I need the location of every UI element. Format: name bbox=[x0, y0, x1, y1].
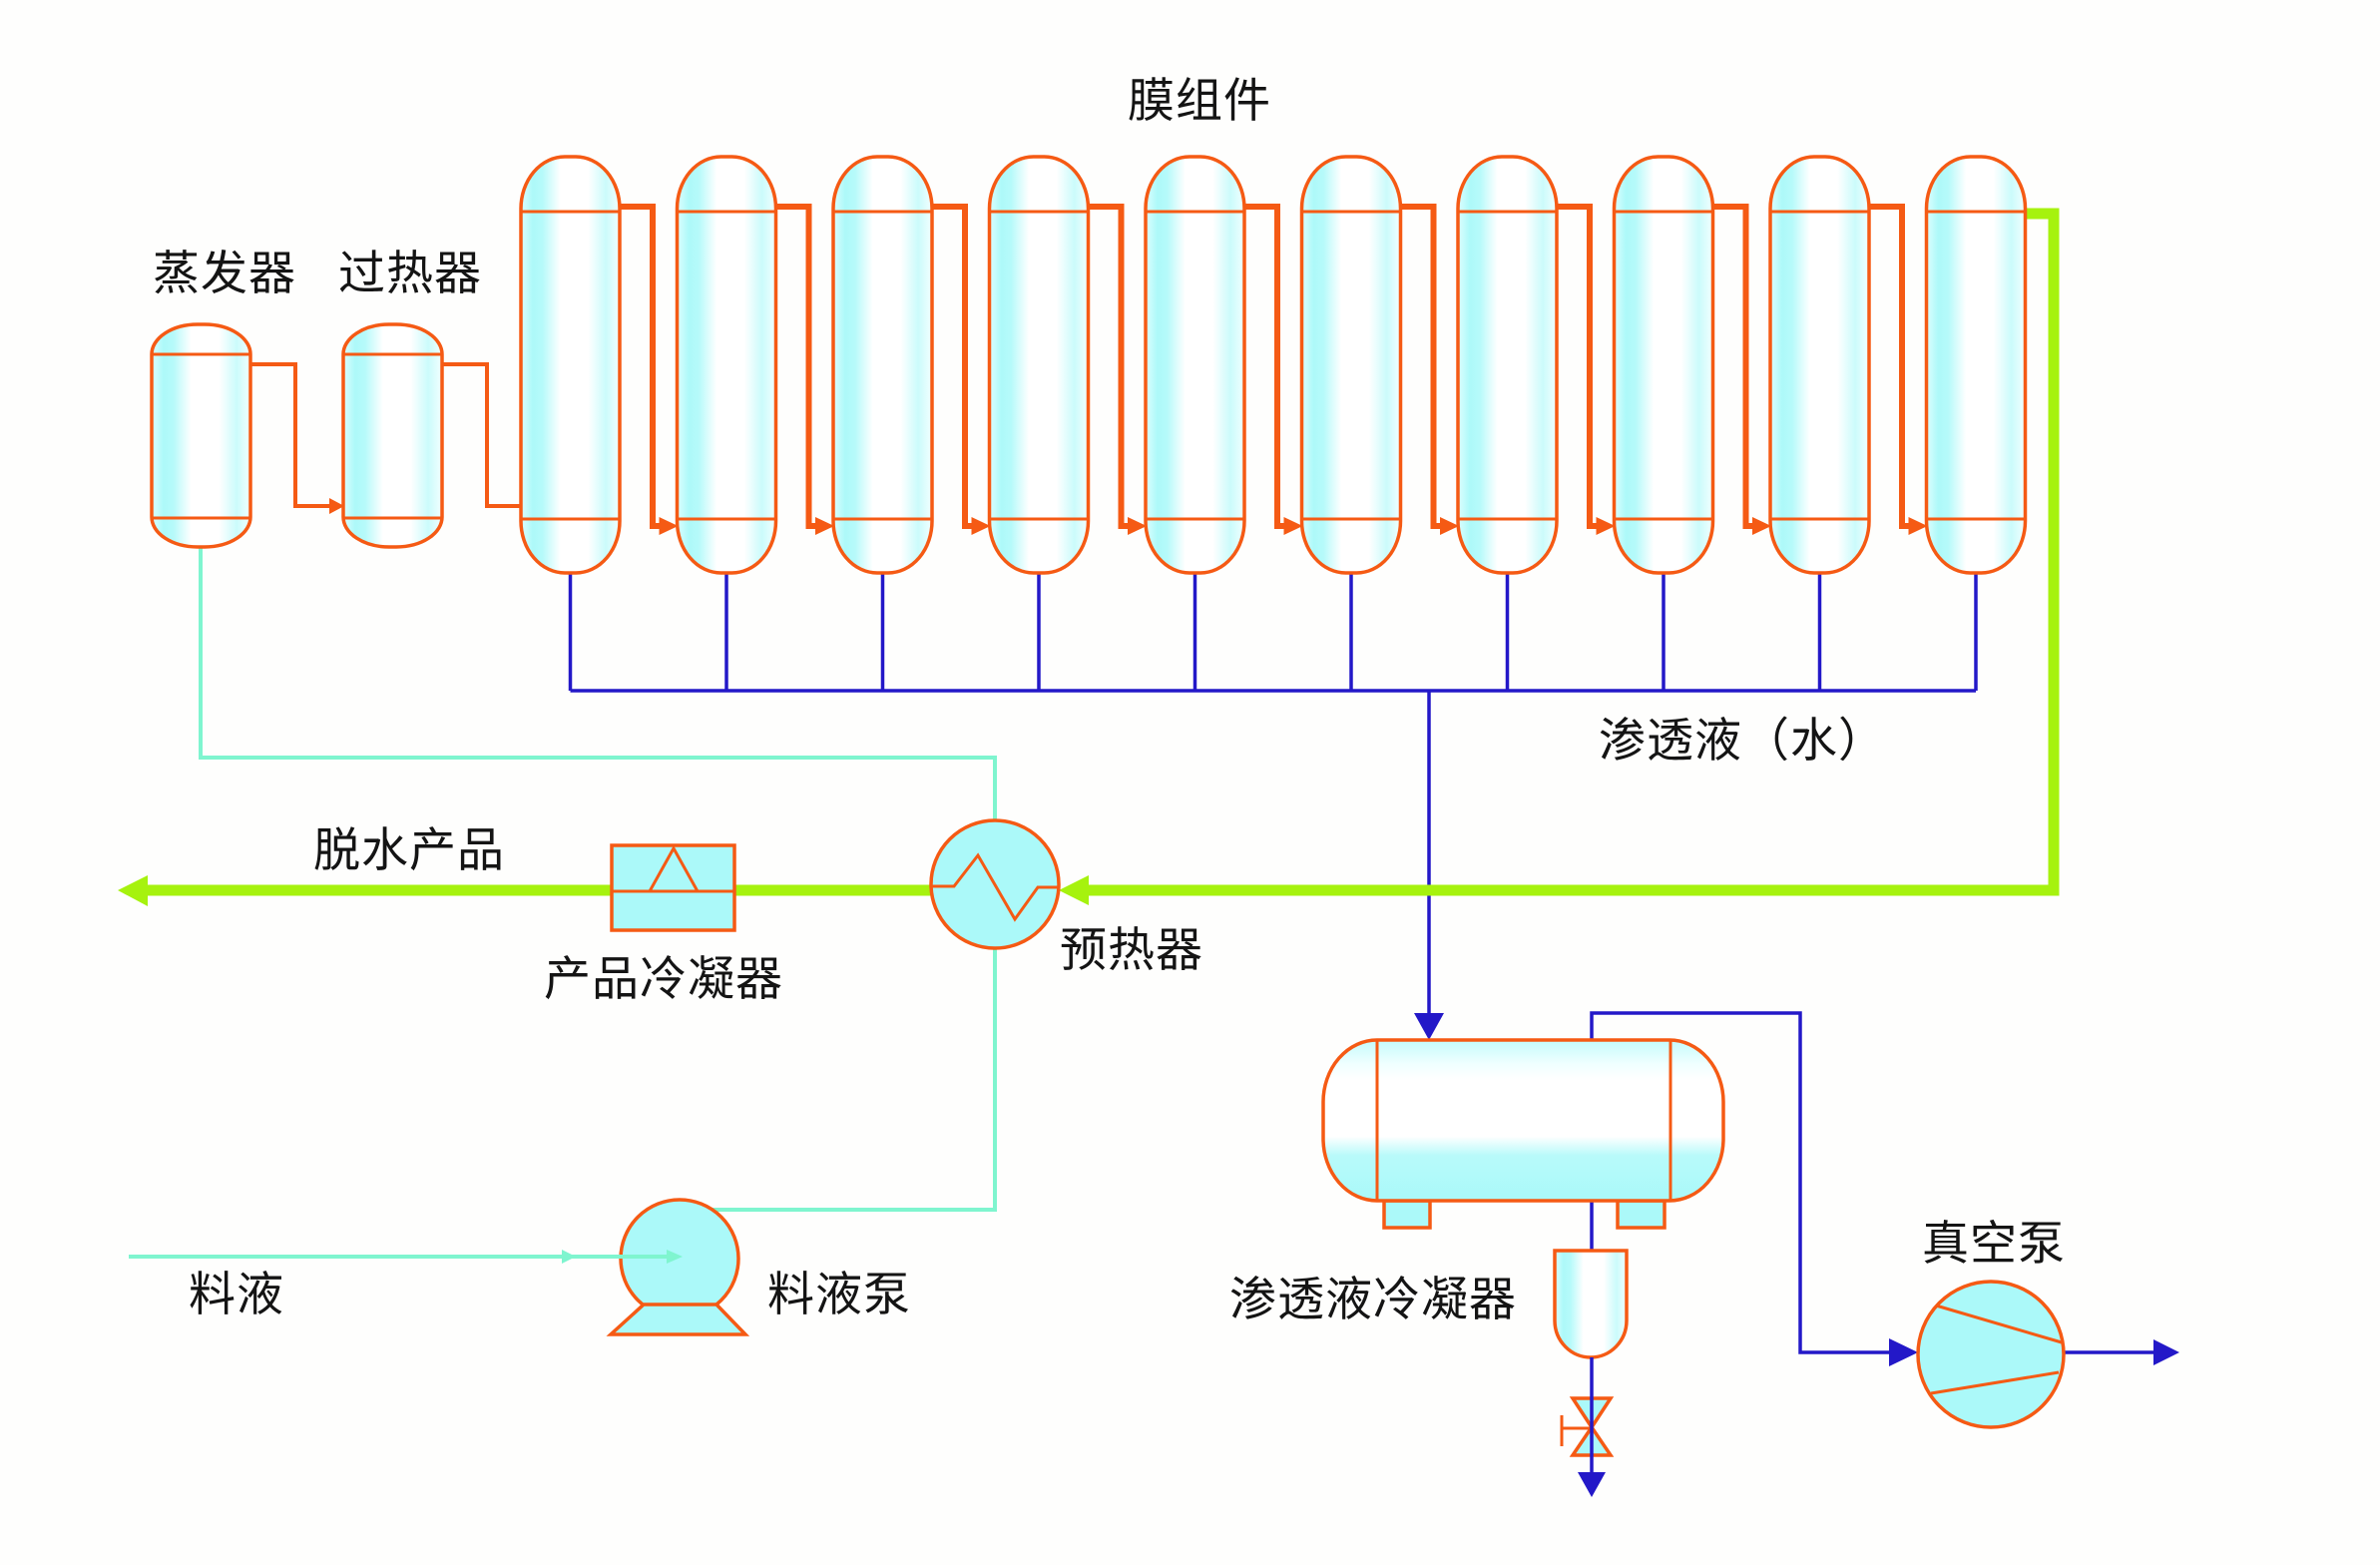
vapor-connector-line bbox=[1712, 204, 1755, 529]
membrane-module bbox=[987, 155, 1091, 575]
permeate-condenser-foot bbox=[1382, 1199, 1432, 1230]
vacuum-pump-casing bbox=[1916, 1280, 2066, 1429]
feed-line-pump-to-preheater bbox=[712, 947, 997, 1212]
arrow-right-icon bbox=[1128, 517, 1147, 535]
product-condenser-label: 产品冷凝器 bbox=[544, 952, 783, 1007]
membrane-module bbox=[1299, 155, 1403, 575]
feed-label: 料液 bbox=[189, 1268, 284, 1322]
evaporator-label: 蒸发器 bbox=[153, 247, 296, 301]
membrane-module bbox=[675, 155, 778, 575]
vapor-connector-line bbox=[620, 204, 663, 529]
membrane-module-shell bbox=[1456, 155, 1559, 575]
permeate-stream-lines bbox=[568, 573, 2179, 1366]
membrane-module-shell bbox=[1924, 155, 2028, 575]
arrow-right-icon bbox=[329, 498, 344, 514]
vapor-connector-line bbox=[1088, 204, 1131, 529]
vacuum-pump-vane-icon bbox=[1935, 1304, 2063, 1344]
membrane-module-shell bbox=[1299, 155, 1403, 575]
vacuum-pump-vane-icon bbox=[1930, 1370, 2060, 1395]
membrane-modules bbox=[519, 155, 2028, 575]
product-stream-lines bbox=[118, 208, 2060, 906]
dehydrated-product-label: 脱水产品 bbox=[313, 823, 505, 878]
membrane-module bbox=[519, 155, 622, 575]
arrow-left-icon bbox=[1059, 875, 1089, 905]
arrow-right-icon bbox=[2153, 1339, 2179, 1365]
product-condenser bbox=[610, 843, 736, 932]
product-condenser-body bbox=[610, 843, 736, 932]
membrane-module bbox=[1612, 155, 1715, 575]
vacuum-line bbox=[1590, 1011, 1891, 1354]
vapor-connector-line bbox=[775, 204, 818, 529]
feed-pump bbox=[606, 1198, 750, 1336]
vapor-connector-line bbox=[1557, 204, 1600, 529]
arrow-right-icon bbox=[1283, 517, 1303, 535]
arrow-right-icon bbox=[815, 517, 834, 535]
membrane-module bbox=[1456, 155, 1559, 575]
feed-pump-label: 料液泵 bbox=[767, 1268, 911, 1322]
membrane-module bbox=[1924, 155, 2028, 575]
evaporator-shell bbox=[150, 322, 252, 549]
arrow-right-icon bbox=[1596, 517, 1616, 535]
vacuum-pump bbox=[1916, 1280, 2066, 1429]
permeate-receiver bbox=[1553, 1249, 1629, 1359]
arrow-down-icon bbox=[1414, 1013, 1444, 1040]
membrane-modules-label: 膜组件 bbox=[1128, 74, 1271, 129]
membrane-module bbox=[1144, 155, 1246, 575]
product-line-modules-to-preheater bbox=[1087, 208, 2060, 896]
membrane-module-shell bbox=[1768, 155, 1871, 575]
vapor-connector-line bbox=[1244, 204, 1287, 529]
arrow-down-icon bbox=[1578, 1472, 1606, 1497]
feed-line-preheater-to-evaporator bbox=[199, 547, 997, 820]
membrane-module-shell bbox=[1612, 155, 1715, 575]
heat-exchange-coil-icon bbox=[932, 852, 1058, 922]
vapor-line-evaporator-to-superheater bbox=[250, 362, 331, 508]
superheater-shell bbox=[341, 322, 444, 549]
labels: 膜组件 蒸发器 过热器 渗透液（水） 脱水产品 产品冷凝器 预热器 料液 料液泵… bbox=[153, 74, 2066, 1327]
arrow-right-icon bbox=[562, 1250, 576, 1264]
membrane-module-shell bbox=[987, 155, 1091, 575]
feed-stream-lines bbox=[199, 547, 997, 1212]
drain-valve bbox=[1560, 1396, 1615, 1457]
arrow-left-icon bbox=[118, 875, 148, 906]
permeate-condenser-foot bbox=[1616, 1199, 1666, 1230]
permeate-label: 渗透液（水） bbox=[1599, 714, 1886, 769]
membrane-module bbox=[831, 155, 934, 575]
preheater-label: 预热器 bbox=[1060, 923, 1203, 978]
membrane-module bbox=[1768, 155, 1871, 575]
preheater bbox=[929, 818, 1061, 950]
superheater bbox=[341, 322, 444, 549]
arrow-right-icon bbox=[1889, 1338, 1918, 1366]
triangle-icon bbox=[648, 844, 700, 892]
arrow-right-icon bbox=[1908, 517, 1928, 535]
arrow-right-icon bbox=[971, 517, 991, 535]
vapor-stream-lines bbox=[250, 204, 1928, 535]
permeate-condenser-shell bbox=[1321, 1038, 1725, 1203]
arrow-right-icon bbox=[1440, 517, 1459, 535]
arrow-right-icon bbox=[667, 1250, 683, 1264]
membrane-module-shell bbox=[519, 155, 622, 575]
permeate-condenser bbox=[1321, 1038, 1725, 1230]
membrane-module-shell bbox=[1144, 155, 1246, 575]
vapor-connector-line bbox=[1869, 204, 1912, 529]
permeate-condenser-label: 渗透液冷凝器 bbox=[1229, 1273, 1517, 1327]
vapor-line-superheater-to-module bbox=[442, 362, 522, 508]
arrow-right-icon bbox=[659, 517, 679, 535]
feed-inlet bbox=[129, 1250, 683, 1264]
arrow-right-icon bbox=[1752, 517, 1771, 535]
feed-pump-base bbox=[606, 1303, 750, 1336]
vapor-connector-line bbox=[1400, 204, 1443, 529]
membrane-module-shell bbox=[831, 155, 934, 575]
vapor-connector-line bbox=[932, 204, 975, 529]
vacuum-pump-label: 真空泵 bbox=[1922, 1217, 2066, 1272]
superheater-label: 过热器 bbox=[338, 247, 482, 301]
membrane-module-shell bbox=[675, 155, 778, 575]
evaporator bbox=[150, 322, 252, 549]
